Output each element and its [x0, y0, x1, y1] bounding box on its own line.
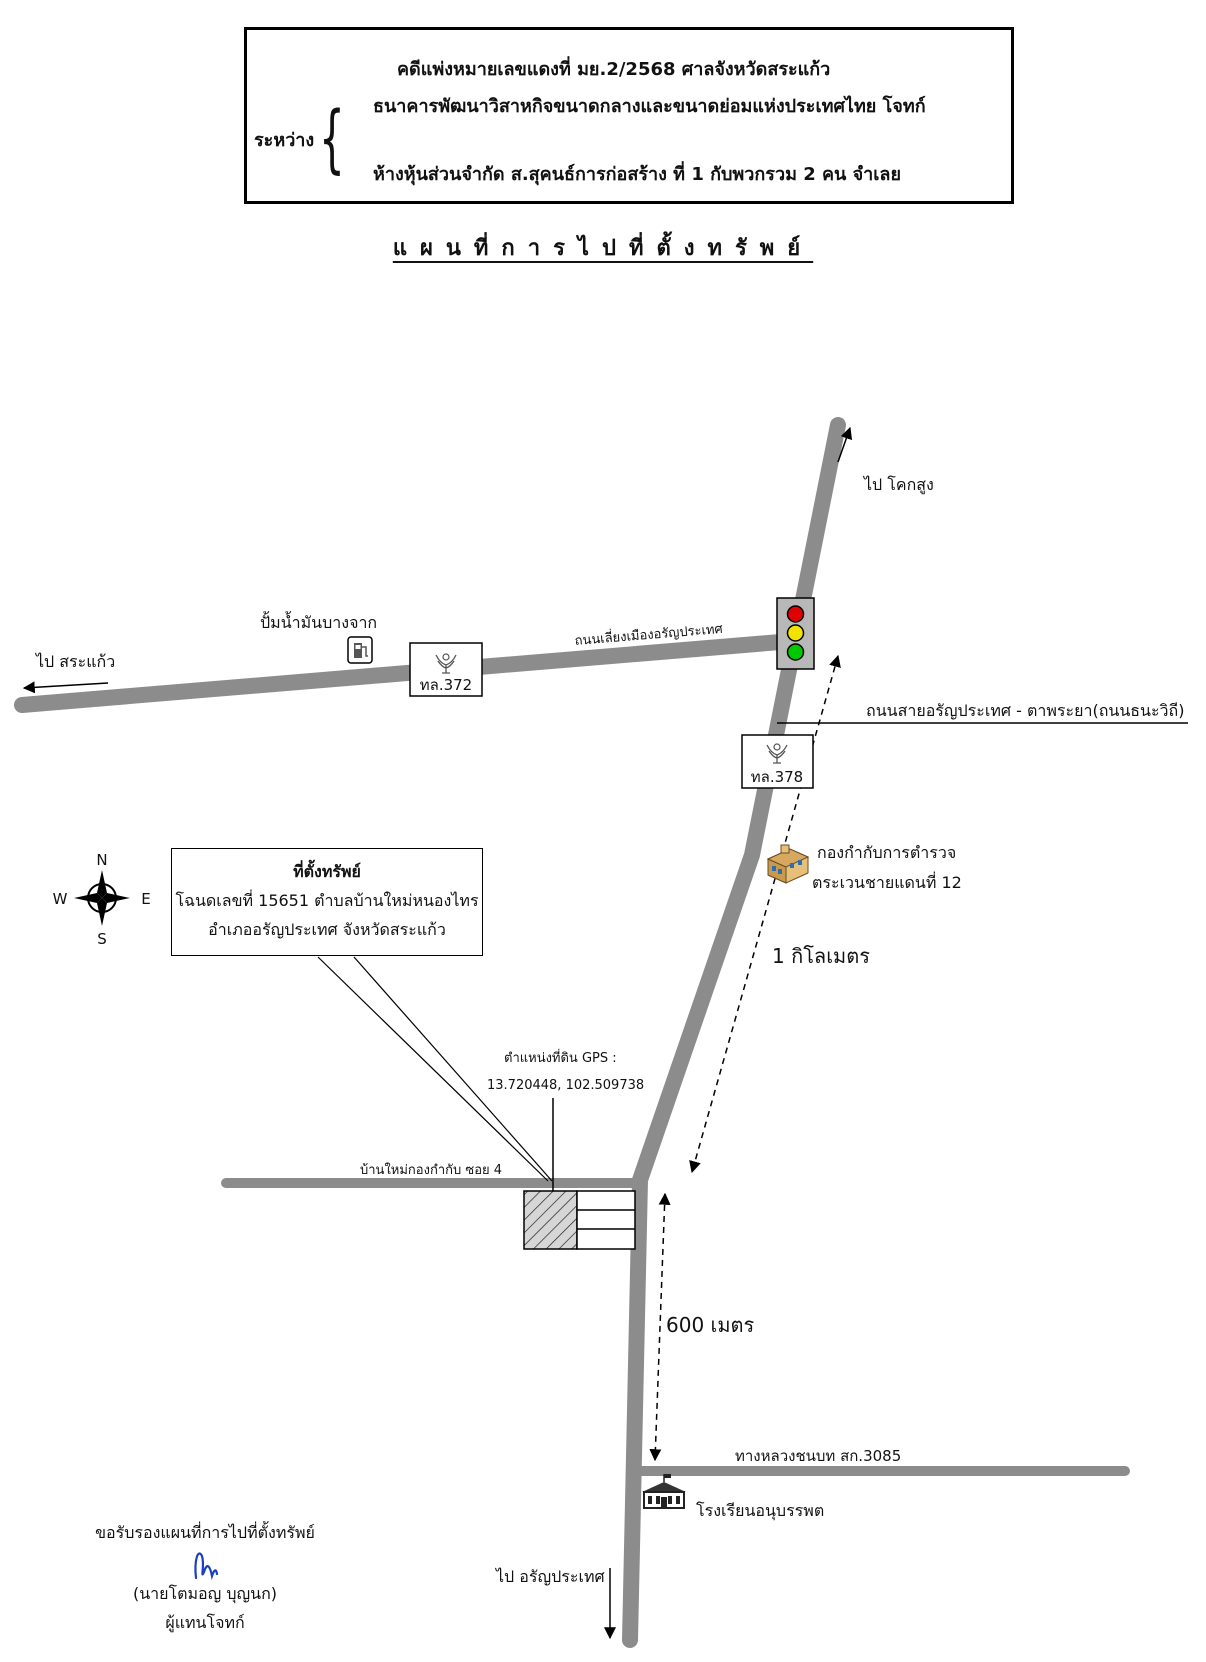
garuda-emblem-icon	[766, 743, 788, 764]
route-378-marker: ทล.378	[741, 734, 814, 789]
compass-e: E	[141, 890, 150, 908]
bypass-road-372	[14, 633, 800, 713]
map-title: แผนที่การไปที่ตั้งทรัพย์	[392, 236, 814, 261]
compass-n: N	[96, 851, 107, 869]
compass-w: W	[53, 890, 68, 908]
property-location-callout: ที่ตั้งทรัพย์ โฉนดเลขที่ 15651 ตำบลบ้านใ…	[171, 848, 483, 956]
distance-600m-label: 600 เมตร	[666, 1313, 755, 1337]
garuda-emblem-icon	[435, 653, 457, 674]
signature-block: ขอรับรองแผนที่การไปที่ตั้งทรัพย์ (นายโตม…	[80, 1518, 330, 1637]
police-label-2: ตระเวนชายแดนที่ 12	[812, 871, 962, 892]
route-372-marker: ทล.372	[409, 642, 483, 697]
signer-name: (นายโตมอญ บุญนก)	[132, 1584, 278, 1603]
school-icon	[642, 1474, 686, 1509]
to-khok-sung-label: ไป โคกสูง	[862, 475, 934, 495]
between-brace: {	[319, 96, 345, 182]
distance-1km-arrow	[689, 654, 841, 1174]
property-plot-hatched	[523, 1190, 578, 1250]
rural-road-label: ทางหลวงชนบท สก.3085	[735, 1447, 901, 1465]
callout-leader-a	[317, 956, 549, 1182]
route-378-label: ทล.378	[751, 768, 803, 786]
callout-leader-b	[353, 956, 553, 1182]
school-label: โรงเรียนอนุบรรพต	[696, 1501, 824, 1521]
police-building-icon	[766, 844, 810, 884]
gas-station-icon	[347, 636, 373, 664]
signature-space	[80, 1547, 330, 1579]
distance-600m-arrow	[649, 1192, 671, 1462]
neighbor-plots	[576, 1190, 636, 1250]
defendant-line: ห้างหุ้นส่วนจำกัด ส.สุคนธ์การก่อสร้าง ที…	[373, 164, 901, 185]
gps-label-1: ตำแหน่งที่ดิน GPS :	[504, 1049, 617, 1066]
route-372-label: ทล.372	[420, 676, 472, 694]
traffic-light-icon	[776, 597, 815, 670]
compass-s: S	[97, 930, 107, 948]
plaintiff-line: ธนาคารพัฒนาวิสาหกิจขนาดกลางและขนาดย่อมแห…	[373, 96, 926, 117]
arrow-to-sa-kaeo	[22, 681, 109, 694]
case-number: คดีแพ่งหมายเลขแดงที่ มย.2/2568 ศาลจังหวั…	[397, 59, 831, 80]
arrow-to-khok-sung	[837, 426, 853, 463]
between-label: ระหว่าง	[254, 130, 315, 151]
to-sa-kaeo-label: ไป สระแก้ว	[34, 652, 115, 671]
aranyaprathet-road-label: ถนนสายอรัญประเทศ - ตาพระยา(ถนนธนะวิถี)	[866, 701, 1184, 720]
property-callout-title: ที่ตั้งทรัพย์	[293, 862, 361, 881]
signer-role: ผู้แทนโจทก์	[165, 1613, 245, 1632]
property-callout-line2: อำเภออรัญประเทศ จังหวัดสระแก้ว	[208, 920, 446, 939]
gps-label-2: 13.720448, 102.509738	[487, 1078, 644, 1093]
property-callout-line1: โฉนดเลขที่ 15651 ตำบลบ้านใหม่หนองไทร	[175, 891, 479, 910]
compass-rose-icon: N S E W	[53, 851, 151, 948]
case-header-box: คดีแพ่งหมายเลขแดงที่ มย.2/2568 ศาลจังหวั…	[244, 27, 1014, 204]
to-aranyaprathet-label: ไป อรัญประเทศ	[494, 1567, 605, 1586]
certify-text: ขอรับรองแผนที่การไปที่ตั้งทรัพย์	[95, 1523, 315, 1542]
soi-road-label: บ้านใหม่กองกำกับ ซอย 4	[360, 1162, 502, 1178]
roads	[14, 417, 1188, 1648]
police-label-1: กองกำกับการตำรวจ	[817, 843, 956, 862]
gas-station-label: ปั้มน้ำมันบางจาก	[260, 611, 377, 632]
signature-mark	[194, 1552, 219, 1581]
distance-1km-label: 1 กิโลเมตร	[772, 944, 870, 968]
